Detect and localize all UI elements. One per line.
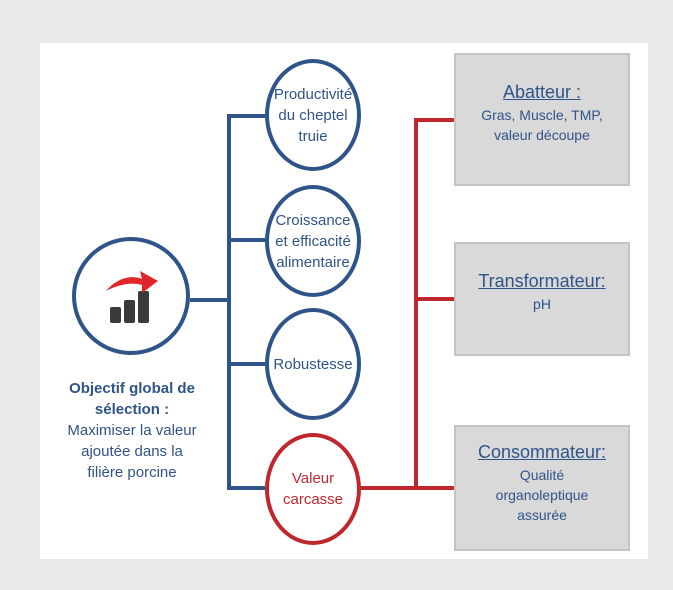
actor-title: Consommateur: [477,442,607,462]
criterion-productivite: Productivité du cheptel truie [265,59,361,171]
criterion-label: Productivité du cheptel truie [273,85,353,145]
growth-chart-icon [106,271,158,323]
objective-title: Objectif global de sélection : [69,380,195,418]
criterion-valeur-carcasse: Valeur carcasse [265,433,361,545]
actor-title: Transformateur: [478,271,606,291]
actor-box-transformateur: Transformateur: pH [454,242,630,356]
criterion-label: Croissance et efficacité alimentaire [275,211,351,271]
actor-description: Qualité organoleptique assurée [495,467,589,523]
objective-circle [72,237,190,355]
actor-title: Abatteur : [502,82,582,102]
actor-box-abatteur: Abatteur : Gras, Muscle, TMP, valeur déc… [454,53,630,186]
criterion-croissance: Croissance et efficacité alimentaire [265,185,361,297]
criterion-label: Robustesse [273,355,353,373]
actor-box-consommateur: Consommateur: Qualité organoleptique ass… [454,425,630,551]
actor-description: Gras, Muscle, TMP, valeur découpe [481,107,603,143]
objective-text: Objectif global de sélection : Maximiser… [42,378,222,483]
criterion-robustesse: Robustesse [265,308,361,420]
actor-description: pH [533,296,551,312]
objective-description: Maximiser la valeur ajoutée dans la fili… [67,422,197,481]
criterion-label: Valeur carcasse [282,470,344,508]
